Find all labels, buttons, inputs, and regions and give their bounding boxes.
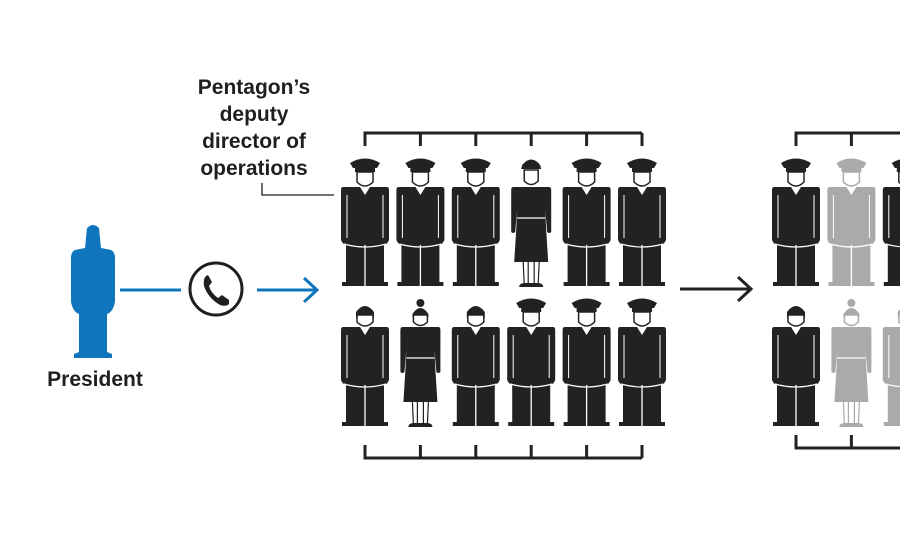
pentagon-deputy-director-label: Pentagon’s deputy director of operations	[180, 74, 328, 182]
person-officer-cap-active	[341, 159, 389, 287]
person-man-active	[772, 306, 820, 426]
person-officer-cap-inactive	[827, 159, 875, 287]
person-officer-cap-active	[563, 159, 611, 287]
bracket-top	[795, 133, 900, 146]
person-officer-cap-active	[883, 159, 900, 287]
person-officer-cap-active	[507, 299, 555, 427]
person-officer-cap-active	[396, 159, 444, 287]
person-officer-cap-active	[452, 159, 500, 287]
arrow-right-icon	[257, 278, 317, 302]
officer-group-first	[341, 133, 666, 458]
person-man-active	[452, 306, 500, 426]
label-leader-line	[262, 183, 334, 195]
label-line: director of	[180, 128, 328, 155]
label-line: operations	[180, 155, 328, 182]
bracket-top	[364, 133, 643, 146]
officer-group-second	[772, 133, 900, 448]
person-woman-cap-active	[511, 160, 551, 288]
person-woman-inactive	[831, 299, 871, 427]
label-line: deputy	[180, 101, 328, 128]
bracket-bottom	[364, 445, 643, 458]
phone-icon	[190, 263, 242, 315]
person-woman-active	[400, 299, 440, 427]
arrow-right-icon	[680, 277, 751, 301]
person-man-inactive	[883, 306, 900, 426]
person-officer-cap-active	[772, 159, 820, 287]
president-figure	[71, 225, 115, 358]
label-line: Pentagon’s	[180, 74, 328, 101]
person-officer-cap-active	[618, 159, 666, 287]
person-officer-cap-active	[563, 299, 611, 427]
person-officer-cap-active	[618, 299, 666, 427]
bracket-bottom	[795, 435, 900, 448]
president-label: President	[20, 368, 170, 392]
person-man-active	[341, 306, 389, 426]
